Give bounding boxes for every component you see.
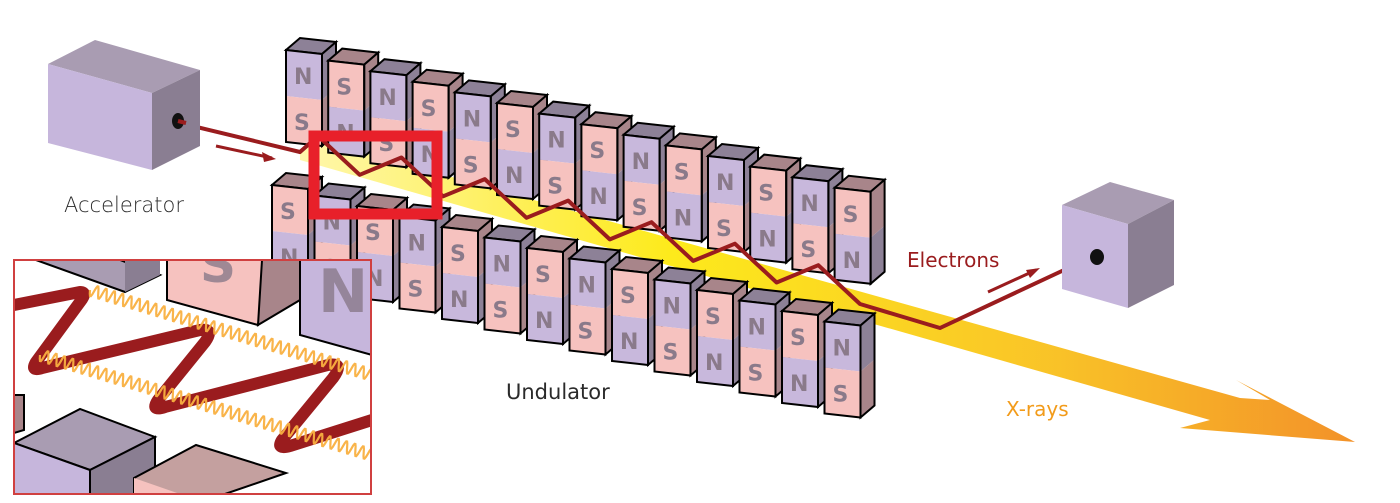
pole-letter: S xyxy=(294,111,310,136)
inset-frame xyxy=(13,259,372,495)
beam-port xyxy=(1090,249,1104,265)
pole-letter: S xyxy=(674,160,690,185)
xrays-label: X-rays xyxy=(1006,397,1069,421)
pole-letter: N xyxy=(294,65,312,90)
pole-letter: N xyxy=(716,171,734,196)
pole-letter: S xyxy=(408,278,424,303)
pole-letter: S xyxy=(843,203,859,228)
pole-letter: S xyxy=(705,305,721,330)
pole-letter: N xyxy=(748,316,766,341)
pole-letter: N xyxy=(408,232,426,257)
undulator-label: Undulator xyxy=(506,380,610,404)
pole-letter: N xyxy=(800,192,818,217)
xray-beam xyxy=(300,140,1355,442)
pole-letter: N xyxy=(535,309,553,334)
accelerator-box xyxy=(48,40,200,170)
magnet: NS xyxy=(737,287,792,399)
pole-letter: S xyxy=(632,196,648,221)
pole-letter: N xyxy=(705,351,723,376)
pole-letter: N xyxy=(758,228,776,253)
pole-letter: S xyxy=(716,217,732,242)
pole-letter: N xyxy=(833,337,851,362)
pole-letter: S xyxy=(336,76,352,101)
pole-letter: N xyxy=(674,206,692,231)
pole-letter: S xyxy=(421,97,437,122)
accelerator-label: Accelerator xyxy=(64,193,184,217)
inset-magnet: S xyxy=(166,236,301,327)
pole-letter: S xyxy=(833,383,849,408)
electron-direction-arrow-out xyxy=(987,268,1040,294)
magnet: SN xyxy=(439,213,495,326)
pole-letter: S xyxy=(790,326,806,351)
pole-letter: N xyxy=(493,253,511,278)
pole-letter: S xyxy=(535,263,551,288)
inset-electron-path xyxy=(14,286,371,454)
inset-xray-wave xyxy=(38,350,371,460)
pole-letter: S xyxy=(663,341,679,366)
pole-letter: S xyxy=(758,182,774,207)
target-box xyxy=(1062,182,1174,308)
inset-magnet: N xyxy=(299,257,371,356)
pole-letter: N xyxy=(589,185,607,210)
pole-letter: S xyxy=(450,242,466,267)
inset-magnet xyxy=(14,394,25,435)
magnet: SN xyxy=(410,68,465,180)
electrons-label: Electrons xyxy=(907,248,1000,272)
pole-letter: N xyxy=(547,129,565,154)
pole-letter: S xyxy=(578,320,594,345)
pole-letter: S xyxy=(505,118,521,143)
pole-letter: S xyxy=(748,362,764,387)
pole-letter: N xyxy=(463,107,481,132)
pole-letter: N xyxy=(378,86,396,111)
inset-magnet xyxy=(35,260,163,294)
pole-letter: S xyxy=(800,238,816,263)
magnet: SN xyxy=(832,174,887,286)
pole-letter: N xyxy=(620,330,638,355)
pole-letter: N xyxy=(450,288,468,313)
pole-letter: S xyxy=(493,299,509,324)
pole-letter: N xyxy=(790,372,808,397)
pole-letter: S xyxy=(589,139,605,164)
pole-letter: N xyxy=(578,274,596,299)
pole-letter: S xyxy=(620,284,636,309)
electron-direction-arrow-in xyxy=(215,144,276,162)
pole-letter: S xyxy=(463,153,479,178)
svg-text:S: S xyxy=(200,236,236,294)
highlight-box xyxy=(308,130,443,220)
pole-letter: S xyxy=(547,175,563,200)
pole-letter: N xyxy=(505,164,523,189)
magnified-inset: S N xyxy=(13,236,372,495)
pole-letter: N xyxy=(843,249,861,274)
pole-letter: S xyxy=(365,221,381,246)
svg-text:N: N xyxy=(318,257,368,327)
pole-letter: S xyxy=(280,200,296,225)
pole-letter: N xyxy=(632,150,650,175)
pole-letter: N xyxy=(663,295,681,320)
magnet: NS xyxy=(822,308,877,420)
inset-xray-wave xyxy=(88,285,371,380)
inset-magnet xyxy=(133,443,290,494)
